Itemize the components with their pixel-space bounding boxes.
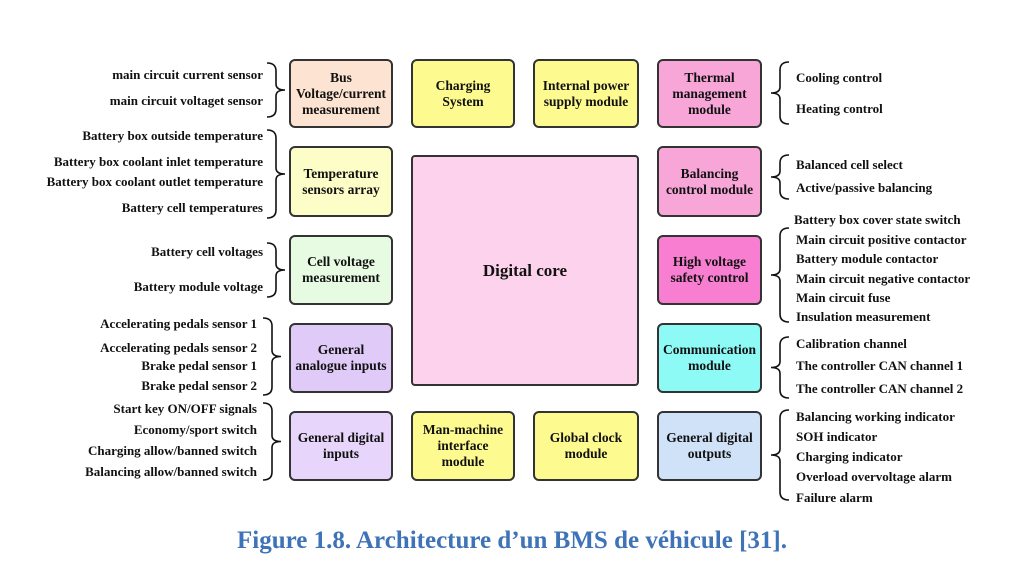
internal-power-supply-module: Internal power supply module xyxy=(533,59,639,128)
output-label: Active/passive balancing xyxy=(796,180,933,195)
input-label: Battery box outside temperature xyxy=(82,128,263,143)
input-label: Accelerating pedals sensor 1 xyxy=(100,316,257,331)
figure-caption: Figure 1.8. Architecture d’un BMS de véh… xyxy=(237,527,787,554)
output-label: Main circuit negative contactor xyxy=(796,271,971,286)
brace-bus-inputs xyxy=(266,62,286,118)
output-label: Balancing working indicator xyxy=(796,409,955,424)
input-label: Battery module voltage xyxy=(133,279,263,294)
balancing-control-module: Balancing control module xyxy=(657,146,762,217)
input-label: Balancing allow/banned switch xyxy=(85,464,257,479)
charging-system-module: Charging System xyxy=(411,59,515,128)
output-label: Charging indicator xyxy=(796,449,903,464)
brace-analogue-inputs xyxy=(262,317,282,396)
general-digital-outputs: General digital outputs xyxy=(657,411,762,481)
brace-digital-outputs xyxy=(770,409,790,501)
general-digital-inputs: General digital inputs xyxy=(289,411,393,481)
output-label: The controller CAN channel 1 xyxy=(796,358,964,373)
input-label: Battery cell voltages xyxy=(151,244,263,259)
output-label: Battery module contactor xyxy=(796,251,939,266)
input-label: Battery cell temperatures xyxy=(121,200,263,215)
brace-temperature-inputs xyxy=(266,129,286,219)
digital-core: Digital core xyxy=(411,155,639,386)
output-label: SOH indicator xyxy=(796,429,878,444)
man-machine-interface-module: Man-machine interface module xyxy=(411,411,515,481)
output-label: Balanced cell select xyxy=(796,157,903,172)
input-label: Charging allow/banned switch xyxy=(87,443,257,458)
brace-digital-inputs xyxy=(262,402,282,481)
output-label: Overload overvoltage alarm xyxy=(796,469,952,484)
thermal-management-module: Thermal management module xyxy=(657,59,762,128)
input-label: Start key ON/OFF signals xyxy=(113,401,257,416)
output-label: Calibration channel xyxy=(796,336,907,351)
communication-module: Communication module xyxy=(657,323,762,393)
brace-cell-voltage-inputs xyxy=(266,242,286,298)
output-label: Main circuit positive contactor xyxy=(796,232,967,247)
temperature-sensors-array: Temperature sensors array xyxy=(289,146,393,217)
brace-high-voltage-outputs xyxy=(770,227,790,323)
output-label: The controller CAN channel 2 xyxy=(796,381,964,396)
general-analogue-inputs: General analogue inputs xyxy=(289,323,393,393)
output-label: Cooling control xyxy=(796,70,883,85)
output-label: Insulation measurement xyxy=(796,309,931,324)
output-label: Battery box cover state switch xyxy=(794,212,961,227)
input-label: Brake pedal sensor 2 xyxy=(141,378,257,393)
input-label: main circuit voltaget sensor xyxy=(109,93,263,108)
brace-thermal-outputs xyxy=(770,61,790,125)
brace-communication-outputs xyxy=(770,336,790,399)
output-label: Heating control xyxy=(796,101,883,116)
cell-voltage-measurement: Cell voltage measurement xyxy=(289,235,393,305)
input-label: Economy/sport switch xyxy=(133,422,257,437)
input-label: Brake pedal sensor 1 xyxy=(141,358,257,373)
bus-measurement-module: Bus Voltage/current measurement xyxy=(289,59,393,128)
brace-balancing-outputs xyxy=(770,154,790,200)
global-clock-module: Global clock module xyxy=(533,411,639,481)
input-label: Battery box coolant inlet temperature xyxy=(53,154,263,169)
input-label: Accelerating pedals sensor 2 xyxy=(100,340,257,355)
output-label: Main circuit fuse xyxy=(796,290,891,305)
input-label: main circuit current sensor xyxy=(112,67,263,82)
output-label: Failure alarm xyxy=(796,490,873,505)
input-label: Battery box coolant outlet temperature xyxy=(46,174,263,189)
high-voltage-safety-control: High voltage safety control xyxy=(657,235,762,305)
